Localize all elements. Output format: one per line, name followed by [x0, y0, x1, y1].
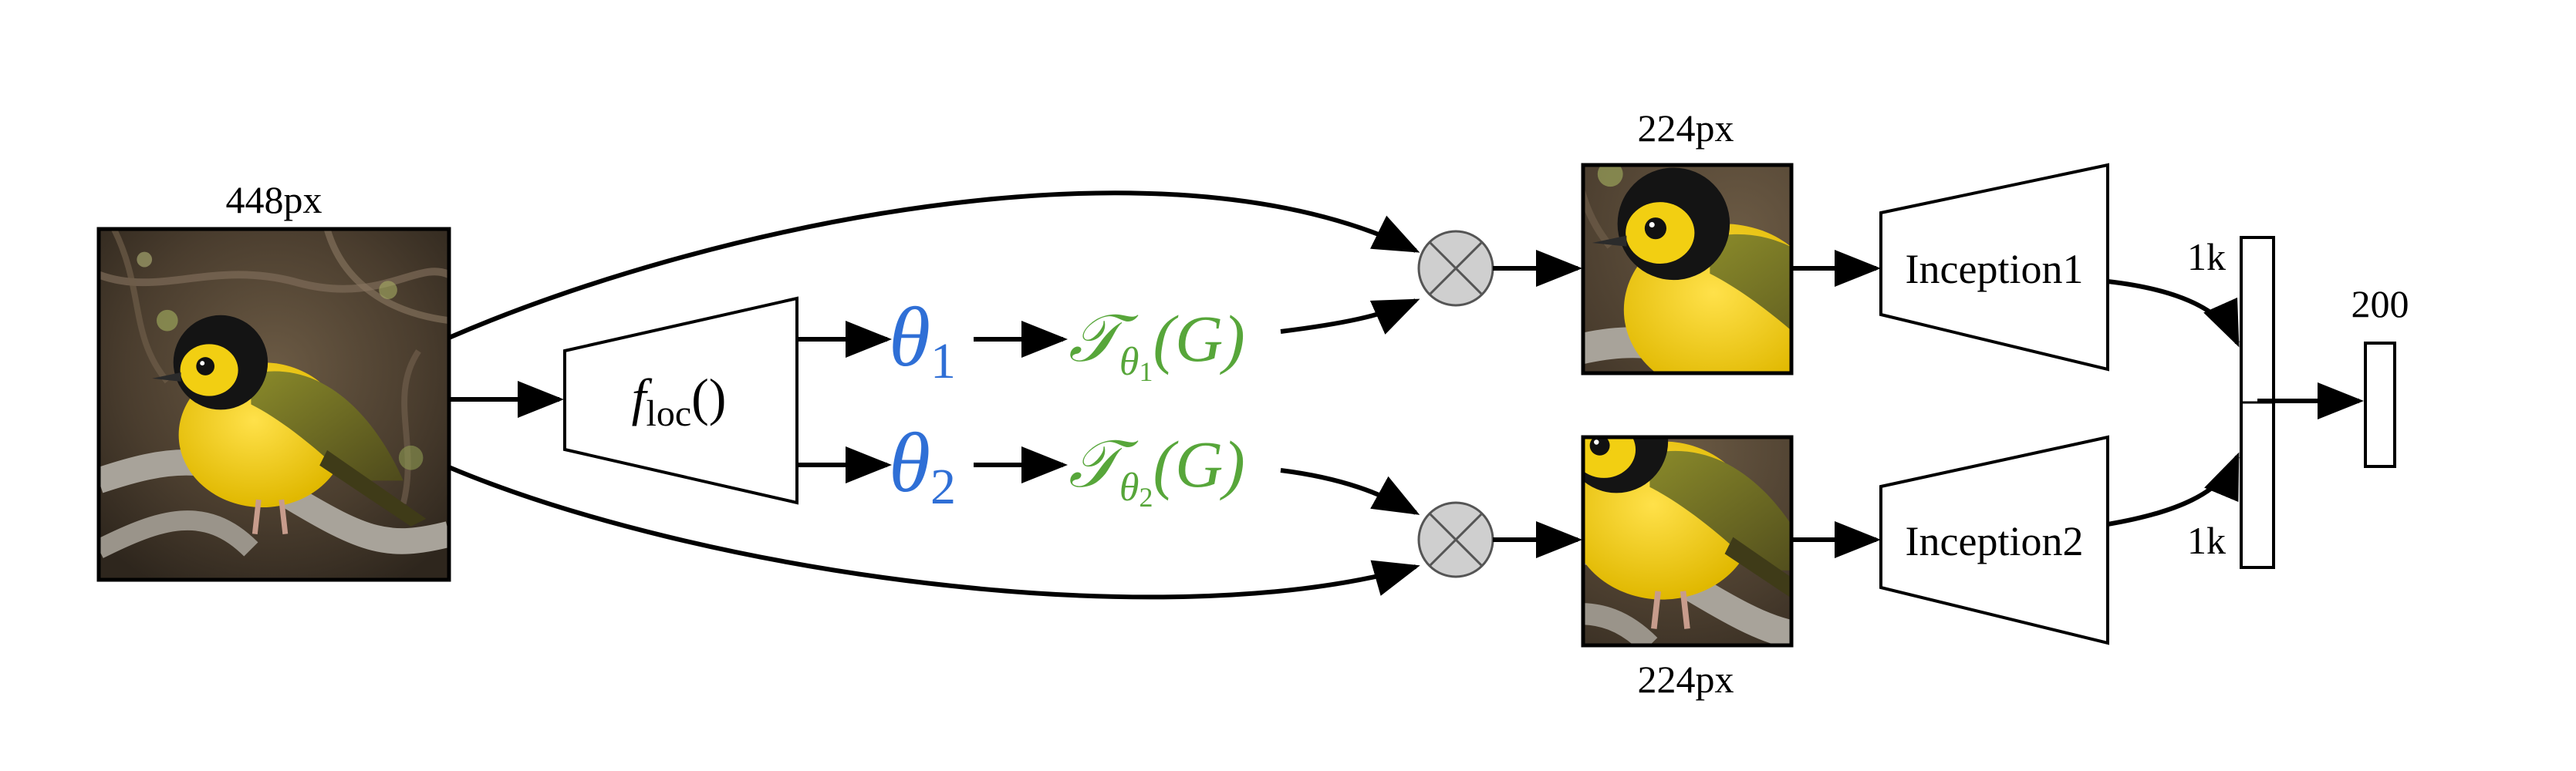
edge-input-to-sampler1	[447, 190, 1420, 340]
localizer-label-sub: loc	[646, 393, 691, 434]
inception2-label: Inception2	[1906, 518, 2084, 564]
edge-inception1-to-concat	[2107, 279, 2240, 348]
feature2-label: 1k	[2187, 519, 2226, 562]
inception1-label: Inception1	[1906, 246, 2084, 292]
localizer-network: floc()	[563, 296, 798, 505]
theta1-label: θ1	[889, 290, 956, 389]
transform1-label: 𝒯θ1(G)	[1069, 301, 1245, 387]
edge-transform1-to-sampler1	[1280, 298, 1420, 335]
inception1-network: Inception1	[1879, 163, 2109, 372]
edge-inception2-to-concat	[2107, 452, 2240, 527]
crop1-size-label: 224px	[1638, 106, 1734, 150]
crop2-size-label: 224px	[1638, 658, 1734, 701]
input-size-label: 448px	[226, 178, 322, 221]
sampler1-node	[1417, 230, 1494, 307]
theta2-label: θ2	[889, 416, 956, 515]
output-vector	[2364, 342, 2396, 468]
localizer-label-parens: ()	[691, 368, 726, 426]
edge-input-to-sampler2	[447, 465, 1420, 600]
output-size-label: 200	[2351, 282, 2409, 325]
svg-text:floc(): floc()	[632, 368, 727, 434]
edge-transform2-to-sampler2	[1280, 468, 1420, 515]
transform2-label: 𝒯θ2(G)	[1069, 427, 1245, 513]
feature1-label: 1k	[2187, 235, 2226, 278]
sampler2-node	[1417, 501, 1494, 578]
inception2-network: Inception2	[1879, 435, 2109, 645]
input-image	[96, 227, 451, 582]
